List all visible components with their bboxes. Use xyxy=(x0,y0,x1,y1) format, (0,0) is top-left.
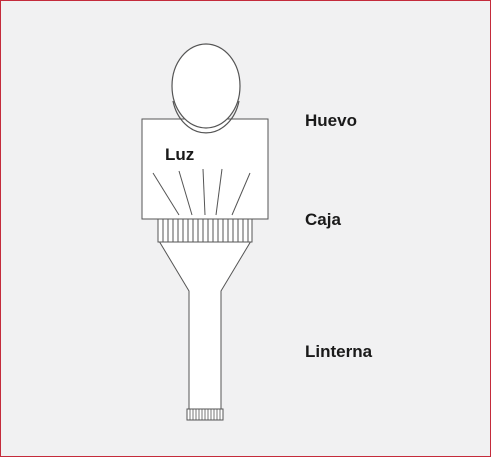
box xyxy=(141,118,269,220)
flashlight-body xyxy=(158,240,252,410)
flashlight-collar-ribs xyxy=(162,219,249,242)
light-rays xyxy=(152,168,251,216)
label-huevo: Huevo xyxy=(305,111,357,130)
label-linterna: Linterna xyxy=(305,342,373,361)
label-luz: Luz xyxy=(165,145,194,164)
label-caja: Caja xyxy=(305,210,341,229)
egg-lower-outline xyxy=(172,100,240,134)
flashlight-end-cap-ribs xyxy=(189,409,221,420)
egg xyxy=(171,43,241,129)
